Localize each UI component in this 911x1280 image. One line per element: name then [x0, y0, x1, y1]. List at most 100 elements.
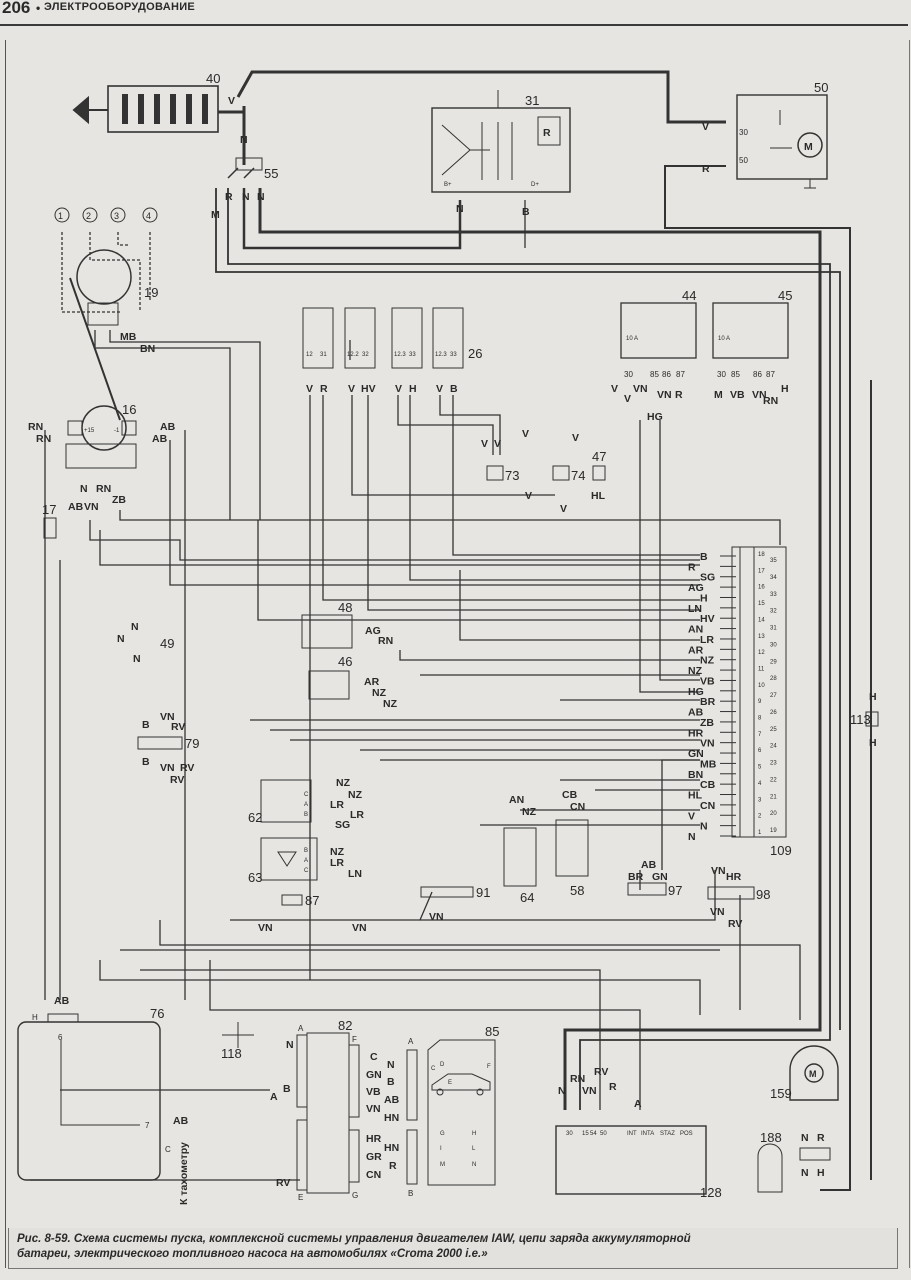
- ecu-pin-number: 18: [758, 552, 765, 558]
- component-128: 128: [700, 1185, 722, 1200]
- ecu-109: 109 BRSGAGHLNHVANLRARNZNZVBHGBRABZBHRVNG…: [688, 546, 792, 858]
- s64-wire-nz: NZ: [522, 806, 537, 818]
- m76-wire-ab-top: AB: [54, 995, 70, 1007]
- inj2-pin-a: 12.2: [347, 352, 359, 358]
- ecu-wire-label: MB: [700, 758, 717, 770]
- pump-motor-label: M: [809, 1069, 817, 1079]
- inj4-wire-1: V: [436, 383, 443, 395]
- j79-wire-rv2: RV: [180, 762, 194, 774]
- component-46: 46: [338, 654, 352, 669]
- ecu-wire-label: V: [688, 810, 695, 822]
- sw128-pin-15: 15: [582, 1131, 589, 1137]
- wire-label-r55-n1: N: [242, 191, 250, 203]
- sw128-pos-pos: POS: [680, 1131, 693, 1137]
- wire-label-c16-vn: VN: [84, 501, 99, 513]
- c85-block-a: A: [408, 1037, 414, 1046]
- sw128-pos-staz: STAZ: [660, 1131, 675, 1137]
- wire-label-r55-m: M: [211, 209, 220, 221]
- ecu-pin-number: 10: [758, 683, 765, 689]
- wire-label-st-v: V: [702, 121, 709, 133]
- m76-pin-6: 6: [58, 1033, 63, 1042]
- ecu-pin-number: 29: [770, 659, 777, 665]
- component-79: 79: [185, 736, 199, 751]
- inj3-wire-1: V: [395, 383, 402, 395]
- r45-pin-85: 85: [731, 370, 740, 379]
- component-16: 16: [122, 402, 136, 417]
- component-17: 17: [42, 502, 56, 517]
- connector-97: 97 AB BR GN: [627, 859, 682, 898]
- sw128-wire-rn: RN: [570, 1073, 585, 1085]
- ecu-pin-number: 32: [770, 609, 777, 615]
- wire-label-c16-zb: ZB: [112, 494, 126, 506]
- alternator-31: R 31 B+ D+ N B: [431, 90, 571, 218]
- m76-pin-7: 7: [145, 1121, 150, 1130]
- wire-label-bat-v: V: [228, 95, 235, 107]
- inj3-pin-b: 33: [409, 352, 416, 358]
- ecu-pin-number: 14: [758, 617, 765, 623]
- component-73: 73: [505, 468, 519, 483]
- component-45: 45: [778, 288, 792, 303]
- r44-wire-vn1: VN: [633, 383, 648, 395]
- s62-pin-c: C: [304, 792, 309, 798]
- wire-m: [215, 188, 841, 1030]
- component-74: 74: [571, 468, 585, 483]
- ignition-switch-128: 128 N RN VN RV R A 30 15 54 50 INT INTA …: [555, 1066, 722, 1200]
- j47-wire: HL: [591, 490, 606, 502]
- ecu-pin-number: 19: [770, 828, 777, 834]
- r45-pin-87: 87: [766, 370, 775, 379]
- ecu-wire-label: CN: [700, 800, 715, 812]
- ecu-wire-label: B: [700, 551, 708, 563]
- ecu-pin-number: 34: [770, 575, 777, 581]
- wire-battery-starter: [236, 70, 726, 124]
- component-63: 63: [248, 870, 262, 885]
- j91-wire-vn: VN: [429, 911, 444, 923]
- component-82: 82: [338, 1018, 352, 1033]
- ecu-pin-number: 20: [770, 811, 777, 817]
- ecu-pin-number: 30: [770, 642, 777, 648]
- j79-wire-vn2: VN: [160, 762, 175, 774]
- component-64: 64: [520, 890, 534, 905]
- ecu-wire-label: AB: [688, 707, 704, 719]
- m76-connector-c: C: [165, 1145, 171, 1154]
- ecu-wire-label: GN: [688, 748, 704, 760]
- ecu-wire-label: NZ: [700, 655, 715, 667]
- ecu-pin-number: 12: [758, 650, 765, 656]
- sw128-pos-inta: INTA: [641, 1131, 654, 1137]
- inj4-wire-2: B: [450, 383, 458, 395]
- c85-wire-ab: AB: [384, 1094, 400, 1106]
- s46-wire-ar: AR: [364, 676, 380, 688]
- component-31: 31: [525, 93, 539, 108]
- r45-wire-rn: RN: [763, 395, 778, 407]
- p159-wire-h: H: [817, 1167, 825, 1179]
- j79-wire-vn1: VN: [160, 711, 175, 723]
- wire-r: [227, 188, 831, 1110]
- ecu-wire-label: CB: [700, 779, 716, 791]
- sw128-pin-54: 54: [590, 1131, 597, 1137]
- s58-wire-cn: CN: [570, 801, 585, 813]
- component-55: 55: [264, 166, 278, 181]
- r44-pin-86: 86: [662, 370, 671, 379]
- s48-wire-ag: AG: [365, 625, 381, 637]
- ecu-wire-labels: BRSGAGHLNHVANLRARNZNZVBHGBRABZBHRVNGNMBB…: [688, 551, 736, 843]
- ecu-pin-number: 33: [770, 592, 777, 598]
- component-85: 85: [485, 1024, 499, 1039]
- r44-wire-vn2: VN: [657, 389, 672, 401]
- s46-wire-nz2: NZ: [383, 698, 398, 710]
- fuse-44: 10 A: [626, 336, 638, 342]
- page-number: 206: [2, 0, 31, 17]
- component-58: 58: [570, 883, 584, 898]
- component-47: 47: [592, 449, 606, 464]
- r45-pin-30: 30: [717, 370, 726, 379]
- c85-point-e: E: [448, 1080, 452, 1086]
- j87-wire-vn2: VN: [352, 922, 367, 934]
- sw128-pin-30: 30: [566, 1131, 573, 1137]
- component-50: 50: [814, 80, 828, 95]
- inj4-pin-b: 33: [450, 352, 457, 358]
- r44-wire-r: R: [675, 389, 683, 401]
- ecu-pin-number: 16: [758, 585, 765, 591]
- c82-wire-hr: HR: [366, 1133, 382, 1145]
- r45-wire-h: H: [781, 383, 789, 395]
- ecu-wire-label: SG: [700, 572, 715, 584]
- ecu-wire-label: N: [688, 831, 696, 843]
- ecu-wire-label: NZ: [688, 665, 703, 677]
